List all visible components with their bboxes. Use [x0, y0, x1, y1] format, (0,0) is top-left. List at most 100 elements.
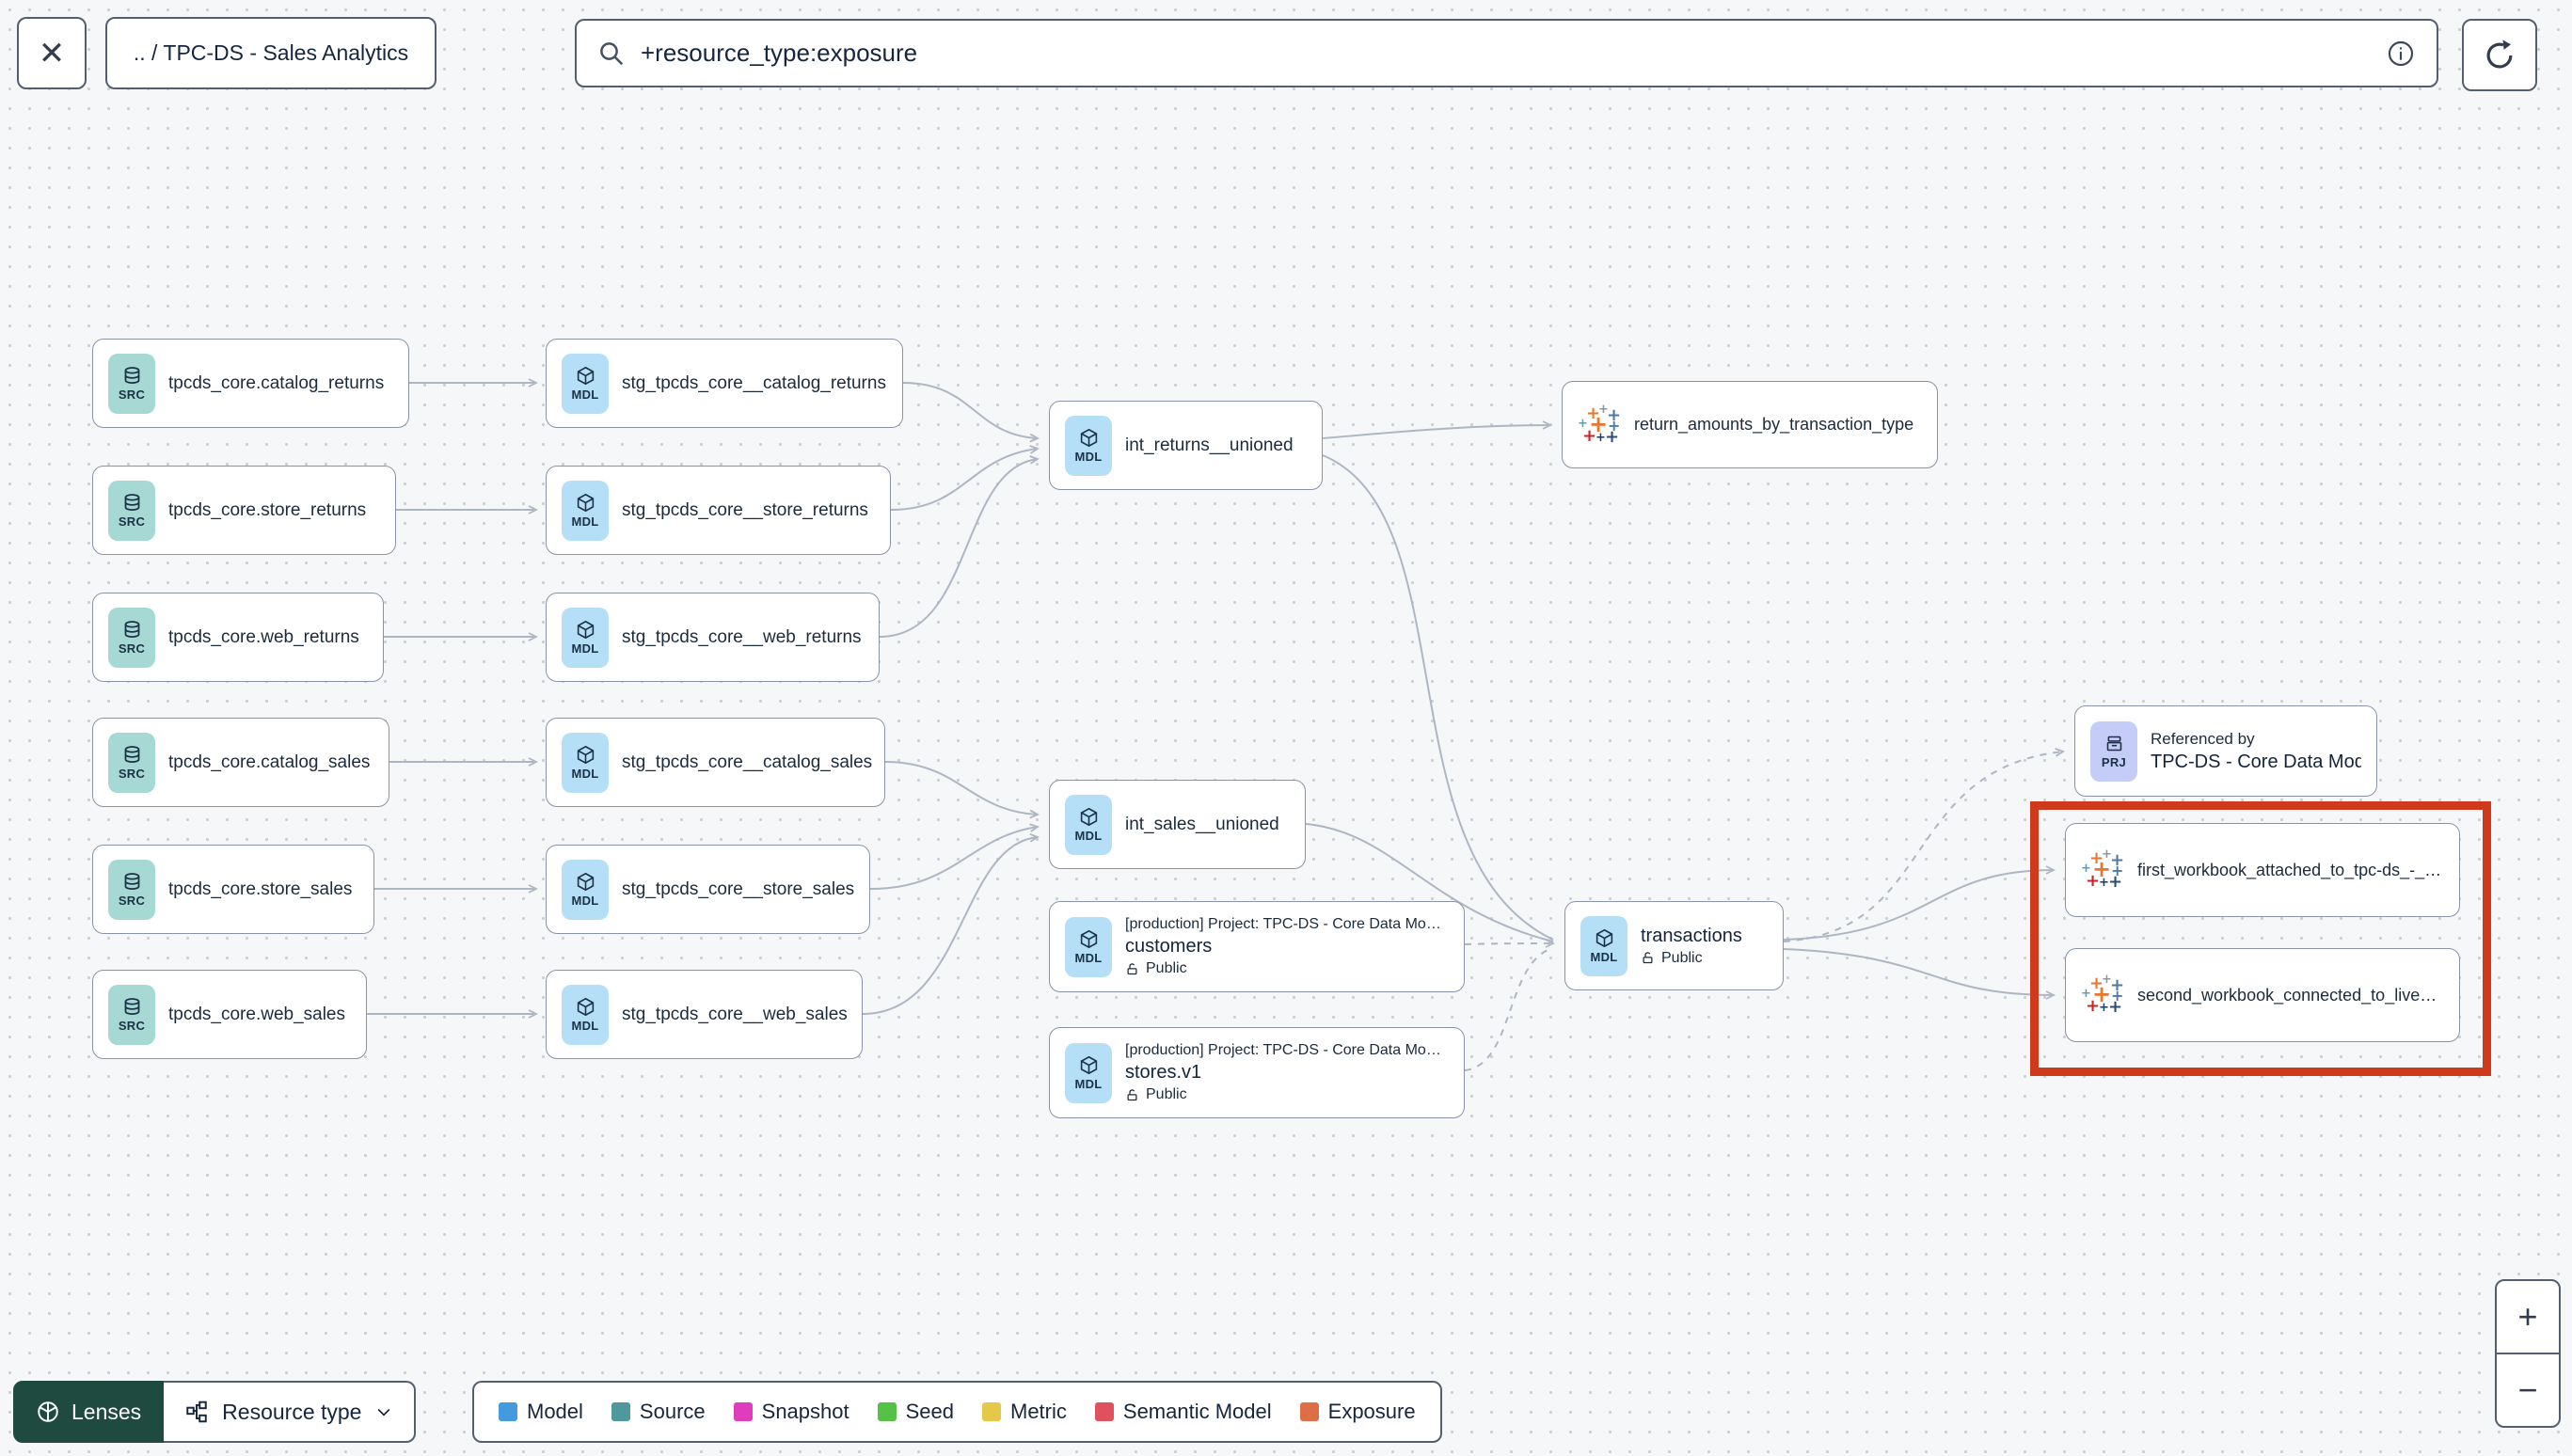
model-badge-icon: MDL: [562, 859, 609, 920]
node-label: customers: [1125, 936, 1213, 957]
lock-open-icon: [1641, 951, 1655, 965]
lock-open-icon: [1125, 962, 1139, 976]
resource-type-label: Resource type: [222, 1399, 362, 1424]
search-input[interactable]: [639, 38, 2373, 69]
node-label: second_workbook_connected_to_live…: [2137, 985, 2437, 1005]
source-badge-icon: SRC: [108, 984, 155, 1045]
resource-type-icon: [184, 1400, 209, 1424]
exposure-swatch: [1299, 1402, 1319, 1421]
search-icon: [597, 40, 626, 68]
node-referenced-by-project[interactable]: PRJ Referenced by TPC-DS - Core Data Mod…: [2074, 705, 2377, 797]
zoom-in-button[interactable]: +: [2497, 1281, 2559, 1354]
node-stg-store-returns[interactable]: MDL stg_tpcds_core__store_returns: [546, 466, 891, 555]
info-icon[interactable]: [2386, 39, 2416, 69]
breadcrumb-label: .. / TPC-DS - Sales Analytics: [133, 40, 409, 65]
node-label: int_returns__unioned: [1125, 435, 1294, 455]
node-label: tpcds_core.catalog_returns: [168, 372, 385, 393]
model-badge-icon: MDL: [562, 480, 609, 541]
zoom-controls: + −: [2495, 1279, 2561, 1428]
breadcrumb[interactable]: .. / TPC-DS - Sales Analytics: [105, 17, 437, 89]
legend-item-metric: Metric: [982, 1400, 1067, 1424]
node-stg-web-sales[interactable]: MDL stg_tpcds_core__web_sales: [546, 970, 863, 1059]
node-label: tpcds_core.web_sales: [168, 1004, 345, 1024]
model-badge-icon: MDL: [1580, 915, 1627, 976]
model-badge-icon: MDL: [562, 732, 609, 793]
seed-swatch: [877, 1402, 897, 1421]
node-stg-web-returns[interactable]: MDL stg_tpcds_core__web_returns: [546, 593, 880, 682]
access-label: Public: [1146, 960, 1187, 976]
model-badge-icon: MDL: [1065, 794, 1112, 855]
zoom-out-button[interactable]: −: [2517, 1370, 2538, 1409]
node-label: first_workbook_attached_to_tpc-ds_-_…: [2137, 860, 2442, 879]
model-badge-icon: MDL: [1065, 1042, 1112, 1103]
referenced-by-title: Referenced by: [2151, 729, 2255, 748]
model-badge-icon: MDL: [562, 984, 609, 1045]
semantic-model-swatch: [1094, 1402, 1114, 1421]
lenses-control: Lenses Resource type: [13, 1381, 417, 1443]
node-label: stg_tpcds_core__web_sales: [622, 1004, 848, 1024]
project-label: [production] Project: TPC-DS - Core Data…: [1125, 916, 1441, 932]
source-badge-icon: SRC: [108, 607, 155, 668]
node-transactions[interactable]: MDL transactions Public: [1564, 901, 1784, 990]
node-exposure-second-workbook[interactable]: + + + + + + + + + second_workbook_connec…: [2065, 948, 2460, 1042]
lenses-button[interactable]: Lenses: [13, 1381, 165, 1443]
source-badge-icon: SRC: [108, 353, 155, 414]
node-label: stores.v1: [1125, 1062, 1202, 1083]
node-int-sales-unioned[interactable]: MDL int_sales__unioned: [1049, 780, 1306, 869]
node-label: TPC-DS - Core Data Models: [2151, 751, 2361, 772]
model-badge-icon: MDL: [1065, 916, 1112, 977]
legend-item-semantic-model: Semantic Model: [1094, 1400, 1272, 1424]
node-label: stg_tpcds_core__catalog_sales: [622, 752, 873, 772]
close-icon: ✕: [38, 35, 66, 71]
node-label: tpcds_core.store_returns: [168, 499, 367, 520]
node-stg-catalog-sales[interactable]: MDL stg_tpcds_core__catalog_sales: [546, 718, 885, 807]
node-src-web-returns[interactable]: SRC tpcds_core.web_returns: [92, 593, 384, 682]
node-int-returns-unioned[interactable]: MDL int_returns__unioned: [1049, 401, 1323, 490]
node-src-catalog-returns[interactable]: SRC tpcds_core.catalog_returns: [92, 339, 409, 428]
node-label: stg_tpcds_core__store_sales: [622, 878, 855, 899]
node-exposure-return-amounts[interactable]: + + + + + + + + + return_amounts_by_tran…: [1562, 381, 1938, 468]
resource-type-dropdown[interactable]: Resource type: [164, 1381, 417, 1443]
tableau-icon: + + + + + + + + +: [2081, 973, 2125, 1017]
node-src-catalog-sales[interactable]: SRC tpcds_core.catalog_sales: [92, 718, 389, 807]
lenses-label: Lenses: [71, 1399, 142, 1424]
node-label: stg_tpcds_core__catalog_returns: [622, 372, 886, 393]
access-label: Public: [1661, 949, 1703, 966]
node-stg-store-sales[interactable]: MDL stg_tpcds_core__store_sales: [546, 845, 870, 934]
node-src-store-returns[interactable]: SRC tpcds_core.store_returns: [92, 466, 396, 555]
lock-open-icon: [1125, 1088, 1139, 1102]
node-src-store-sales[interactable]: SRC tpcds_core.store_sales: [92, 845, 374, 934]
node-label: return_amounts_by_transaction_type: [1634, 415, 1914, 434]
project-badge-icon: PRJ: [2090, 720, 2137, 782]
lenses-icon: [36, 1400, 60, 1424]
node-exposure-first-workbook[interactable]: + + + + + + + + + first_workbook_attache…: [2065, 823, 2460, 917]
model-badge-icon: MDL: [562, 607, 609, 668]
tableau-icon: + + + + + + + + +: [2081, 847, 2125, 892]
source-swatch: [611, 1402, 630, 1421]
node-stg-catalog-returns[interactable]: MDL stg_tpcds_core__catalog_returns: [546, 339, 903, 428]
legend-item-snapshot: Snapshot: [733, 1400, 849, 1424]
model-swatch: [499, 1402, 517, 1421]
legend-item-exposure: Exposure: [1299, 1400, 1416, 1424]
close-button[interactable]: ✕: [17, 17, 87, 89]
node-label: stg_tpcds_core__web_returns: [622, 626, 862, 647]
node-src-web-sales[interactable]: SRC tpcds_core.web_sales: [92, 970, 367, 1059]
legend-item-model: Model: [499, 1400, 583, 1424]
refresh-button[interactable]: [2462, 19, 2537, 91]
legend-item-source: Source: [611, 1400, 706, 1424]
access-label: Public: [1146, 1086, 1187, 1102]
node-stores-v1[interactable]: MDL [production] Project: TPC-DS - Core …: [1049, 1027, 1465, 1118]
node-label: tpcds_core.catalog_sales: [168, 752, 371, 772]
legend-item-seed: Seed: [877, 1400, 954, 1424]
chevron-down-icon: [374, 1402, 393, 1421]
node-customers[interactable]: MDL [production] Project: TPC-DS - Core …: [1049, 901, 1465, 992]
refresh-icon: [2482, 38, 2517, 73]
model-badge-icon: MDL: [562, 353, 609, 414]
node-label: stg_tpcds_core__store_returns: [622, 499, 868, 520]
resource-type-legend: Model Source Snapshot Seed Metric Semant…: [472, 1381, 1442, 1443]
node-label: int_sales__unioned: [1125, 814, 1279, 834]
source-badge-icon: SRC: [108, 859, 155, 920]
node-label: tpcds_core.web_returns: [168, 626, 359, 647]
search-bar[interactable]: [575, 19, 2438, 87]
source-badge-icon: SRC: [108, 480, 155, 541]
